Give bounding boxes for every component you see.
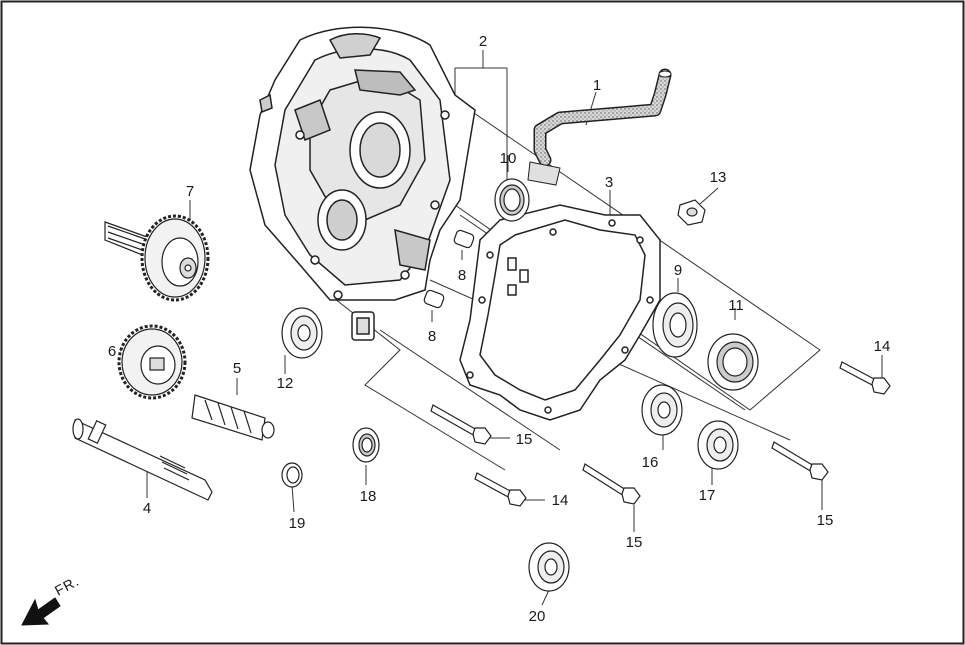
callout-6: 6	[108, 343, 116, 360]
pinion-gear	[191, 394, 275, 441]
callout-labels: 1 2 3 4 5 6 7 8 8 9 10 11 12 13 14 14 15…	[108, 33, 891, 625]
callout-7: 7	[186, 183, 194, 200]
callout-18: 18	[360, 488, 377, 505]
bolt	[839, 361, 891, 395]
callout-11: 11	[728, 297, 744, 314]
ball-bearing	[641, 384, 683, 436]
callout-8-upper: 8	[458, 267, 466, 284]
ball-bearing	[697, 420, 739, 470]
callout-5: 5	[233, 360, 241, 377]
oil-seal-large	[707, 333, 759, 391]
callout-1: 1	[593, 77, 601, 94]
spur-gear	[117, 324, 187, 400]
main-shaft	[72, 418, 213, 501]
callout-15-left: 15	[516, 431, 533, 448]
bolt	[582, 463, 641, 505]
callout-16: 16	[642, 454, 659, 471]
dowel-pin	[423, 229, 475, 309]
flange-nut	[677, 199, 706, 226]
callout-8-lower: 8	[428, 328, 436, 345]
callout-19: 19	[289, 515, 306, 532]
callout-15-right: 15	[817, 512, 834, 529]
bolt	[771, 441, 829, 481]
ball-bearing	[652, 292, 698, 358]
front-direction-label: FR.	[52, 573, 82, 599]
callout-12: 12	[277, 375, 294, 392]
ball-bearing	[528, 542, 570, 592]
oil-seal-small	[352, 427, 380, 463]
callout-15-middle: 15	[626, 534, 643, 551]
transmission-cover	[249, 26, 476, 341]
cover-gasket	[459, 204, 661, 421]
washer	[281, 462, 303, 488]
callout-4: 4	[143, 500, 151, 517]
front-direction-arrow: FR.	[21, 573, 82, 626]
driven-gear-shaft	[104, 214, 210, 302]
ball-bearing	[281, 307, 323, 359]
bolt	[430, 404, 492, 445]
callout-13: 13	[710, 169, 727, 186]
callout-2: 2	[479, 33, 487, 50]
callout-17: 17	[699, 487, 716, 504]
oil-seal	[494, 178, 530, 222]
breather-tube	[527, 68, 672, 186]
callout-10: 10	[500, 150, 517, 167]
callout-14-lower: 14	[552, 492, 569, 509]
callout-20: 20	[529, 608, 546, 625]
callout-9: 9	[674, 262, 682, 279]
bolt	[474, 472, 527, 507]
callout-14-right: 14	[874, 338, 891, 355]
callout-3: 3	[605, 174, 613, 191]
